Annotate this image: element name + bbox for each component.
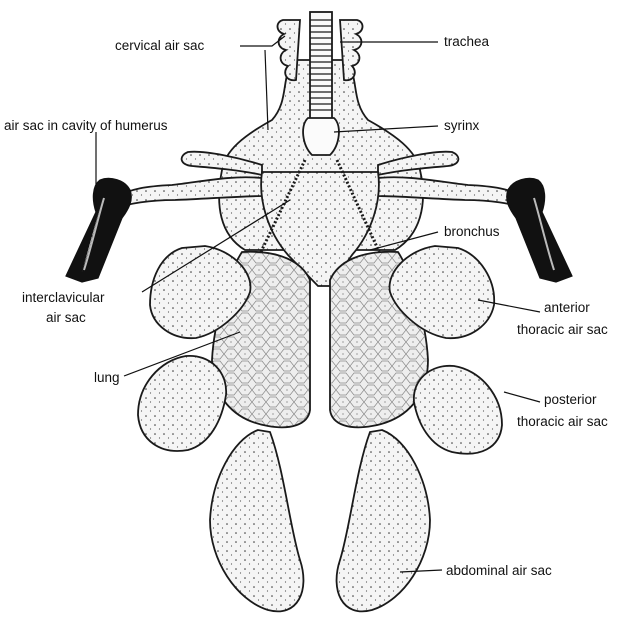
syrinx: [303, 118, 339, 155]
label-posterior-2: thoracic air sac: [517, 414, 608, 429]
cervical-extension-left: [277, 20, 300, 80]
trachea: [310, 12, 332, 122]
label-syrinx: syrinx: [444, 118, 480, 133]
label-posterior-1: posterior: [544, 392, 597, 407]
label-anterior-2: thoracic air sac: [517, 322, 608, 337]
label-cervical-air-sac: cervical air sac: [115, 38, 205, 53]
label-trachea: trachea: [444, 34, 490, 49]
label-abdominal-air-sac: abdominal air sac: [446, 563, 552, 578]
label-humerus-air-sac: air sac in cavity of humerus: [4, 118, 168, 133]
label-interclavicular-1: interclavicular: [22, 290, 105, 305]
posterior-thoracic-air-sac-left: [138, 356, 226, 451]
organ-drawing: [66, 12, 572, 611]
humerus-right: [507, 178, 572, 282]
label-interclavicular-2: air sac: [46, 310, 86, 325]
cervical-extension-right: [340, 20, 363, 80]
label-anterior-1: anterior: [544, 300, 590, 315]
humerus-left: [66, 178, 131, 282]
posterior-thoracic-air-sac-right: [414, 366, 502, 454]
label-bronchus: bronchus: [444, 224, 500, 239]
label-lung: lung: [94, 370, 120, 385]
abdominal-air-sac-right: [337, 430, 430, 611]
abdominal-air-sac-left: [210, 430, 303, 611]
